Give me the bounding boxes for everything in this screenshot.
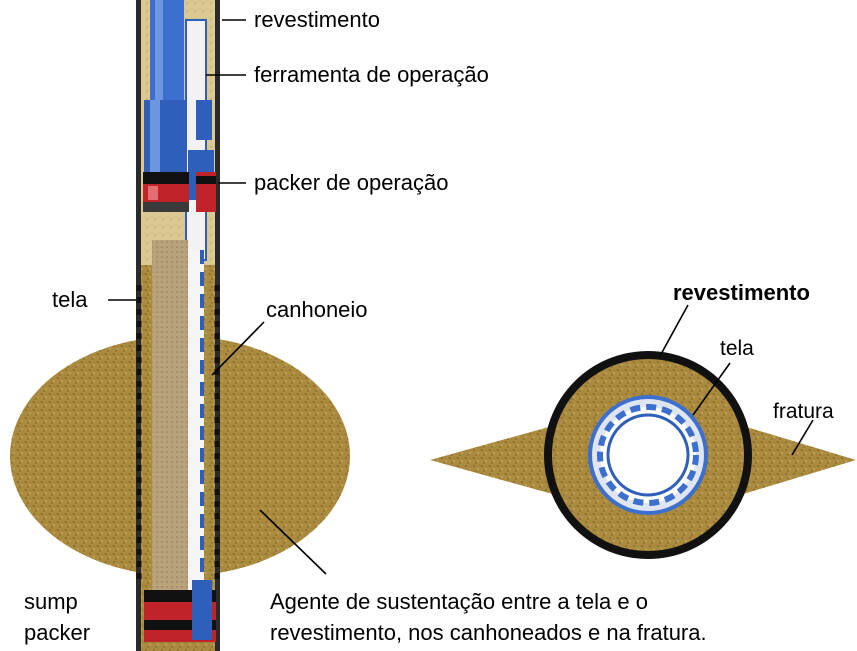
sump-packer <box>144 580 216 642</box>
label-revestimento-top: revestimento <box>254 7 380 32</box>
label-agente-line2: revestimento, nos canhoneados e na fratu… <box>270 620 707 645</box>
cross-section <box>430 351 856 559</box>
label-tela-left: tela <box>52 287 88 312</box>
label-revestimento-right: revestimento <box>673 280 810 305</box>
label-packer: packer <box>24 620 90 645</box>
label-sump: sump <box>24 589 78 614</box>
operation-packer <box>143 172 216 212</box>
fracture-right <box>740 425 856 495</box>
fracture-left <box>430 425 556 495</box>
screen-pipe <box>152 240 204 610</box>
label-ferramenta: ferramenta de operação <box>254 62 489 87</box>
label-canhoneio: canhoneio <box>266 297 368 322</box>
label-agente-line1: Agente de sustentação entre a tela e o <box>270 589 648 614</box>
label-packer-operacao: packer de operação <box>254 170 448 195</box>
label-fratura: fratura <box>773 400 834 423</box>
label-tela-right: tela <box>720 337 754 360</box>
perforations <box>136 285 220 585</box>
